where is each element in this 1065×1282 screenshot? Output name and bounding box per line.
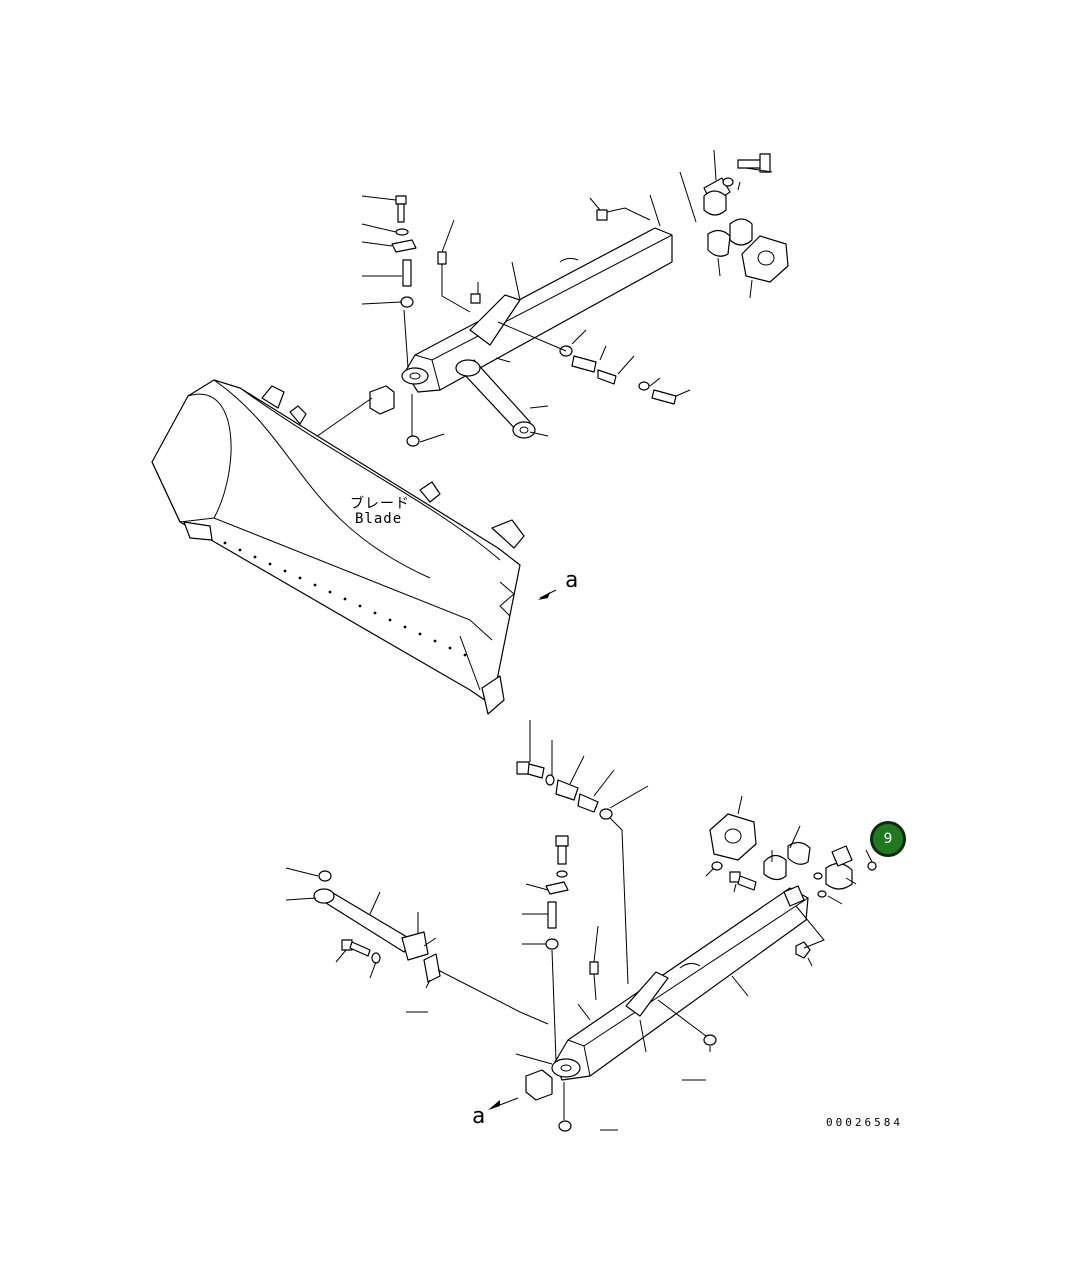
upper-brace-link <box>455 359 536 439</box>
lower-nut-bushing <box>639 905 825 1053</box>
lower-block-parts <box>406 1003 706 1132</box>
upper-fastener-stack <box>361 195 417 369</box>
blade-label-japanese: ブレード <box>350 496 410 512</box>
blade-label-english: Blade <box>355 511 403 527</box>
upper-pin-stack <box>497 321 691 405</box>
lower-fastener-stack <box>516 720 649 985</box>
blade-bolt-holes <box>223 541 467 657</box>
drawing-number: 00026584 <box>826 1116 903 1129</box>
reference-mark-lower: a <box>472 1104 486 1129</box>
upper-small-parts <box>470 194 661 304</box>
upper-block-parts <box>369 261 549 447</box>
lower-brace-link <box>285 867 437 961</box>
upper-grease-fitting <box>437 219 471 313</box>
lower-bearing-group <box>705 795 877 905</box>
lower-bolt-washer <box>335 939 549 1025</box>
dozer-blade <box>151 379 557 715</box>
callout-badge[interactable]: 9 <box>870 821 906 857</box>
lower-vertical-stack <box>522 835 599 1061</box>
lower-frame-arm <box>551 885 809 1081</box>
upper-frame-arm <box>401 227 673 393</box>
reference-mark-upper: a <box>565 568 579 593</box>
upper-bearing-group <box>679 149 789 299</box>
